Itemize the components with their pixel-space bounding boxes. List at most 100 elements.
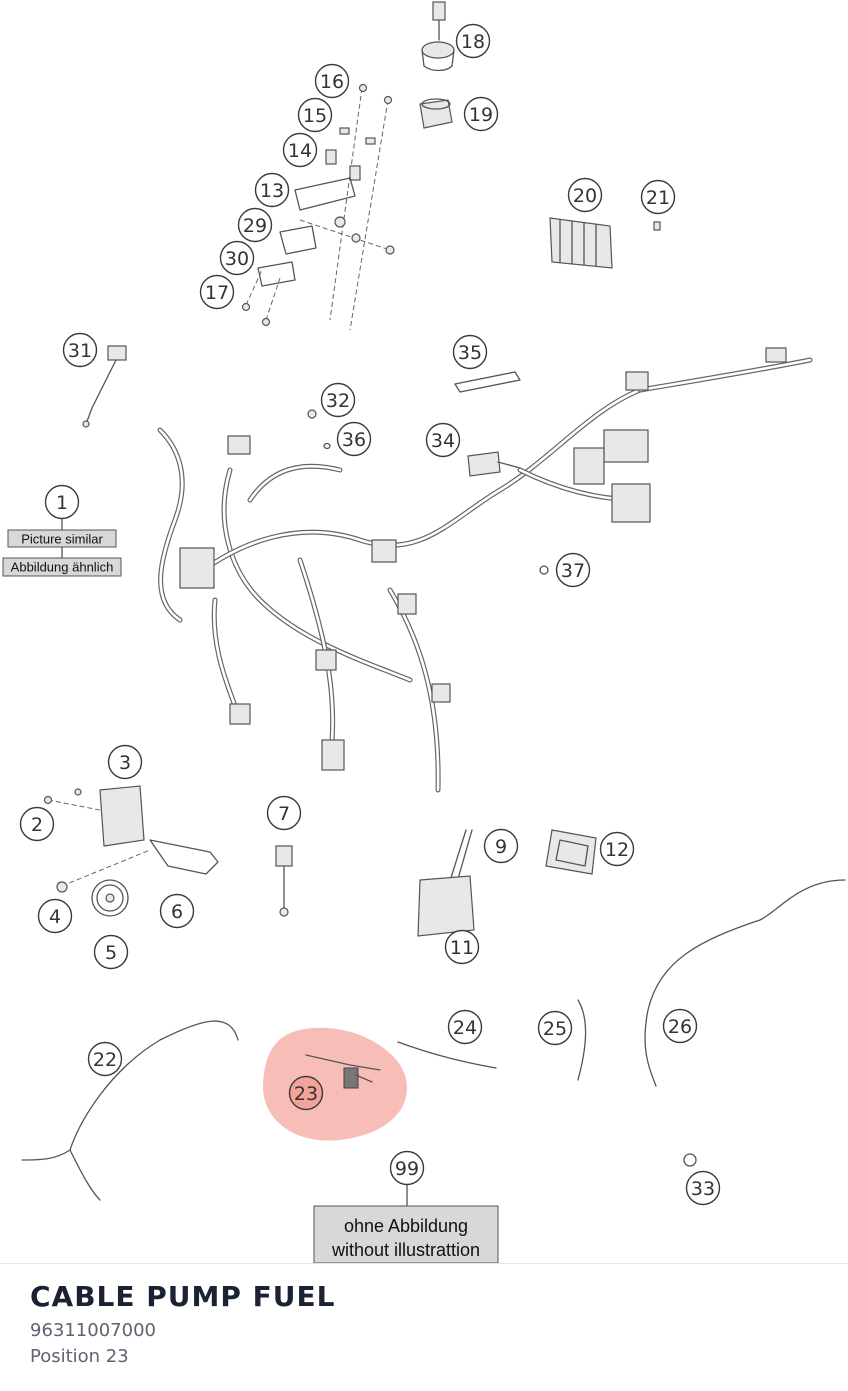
exploded-parts-diagram: Picture similar Abbildung ähnlich ohne A…	[2, 1, 846, 1263]
callout-17[interactable]: 17	[199, 274, 235, 310]
part-37-o-ring	[539, 565, 549, 575]
part-20-fuse-box	[549, 217, 613, 269]
callout-33[interactable]: 33	[685, 1170, 721, 1206]
callout-label-5: 5	[105, 942, 117, 964]
callout-29[interactable]: 29	[237, 207, 273, 243]
callout-label-14: 14	[288, 140, 312, 162]
callout-circle-7	[266, 795, 302, 831]
callout-circle-1	[44, 484, 80, 520]
callout-circle-23	[288, 1075, 324, 1111]
callout-circle-15	[297, 97, 333, 133]
callout-label-15: 15	[303, 105, 327, 127]
callout-circle-99	[389, 1150, 425, 1186]
callout-circle-2	[19, 806, 55, 842]
callout-label-1: 1	[56, 492, 68, 514]
callout-label-22: 22	[93, 1049, 117, 1071]
callout-circle-24	[447, 1009, 483, 1045]
part-23-fuel-pump-cable[interactable]	[305, 1054, 381, 1089]
callout-circle-11	[444, 929, 480, 965]
callout-7[interactable]: 7	[266, 795, 302, 831]
callout-label-9: 9	[495, 836, 507, 858]
callout-circle-35	[452, 334, 488, 370]
callout-1[interactable]: 1	[44, 484, 80, 520]
callout-13[interactable]: 13	[254, 172, 290, 208]
callout-21[interactable]: 21	[640, 179, 676, 215]
callout-26[interactable]: 26	[662, 1008, 698, 1044]
callout-4[interactable]: 4	[37, 898, 73, 934]
callout-31[interactable]: 31	[62, 332, 98, 368]
part-18-plug	[421, 1, 455, 72]
callout-circle-13	[254, 172, 290, 208]
callout-11[interactable]: 11	[444, 929, 480, 965]
callout-circle-34	[425, 422, 461, 458]
callout-6[interactable]: 6	[159, 893, 195, 929]
position-23-highlight[interactable]	[262, 1027, 407, 1141]
callout-circle-14	[282, 132, 318, 168]
callout-label-36: 36	[342, 429, 366, 451]
callout-circle-25	[537, 1010, 573, 1046]
leader-lines	[61, 517, 408, 1207]
callout-14[interactable]: 14	[282, 132, 318, 168]
callout-label-23: 23	[294, 1083, 318, 1105]
callout-19[interactable]: 19	[463, 96, 499, 132]
callout-label-12: 12	[605, 839, 629, 861]
callout-5[interactable]: 5	[93, 934, 129, 970]
callout-label-17: 17	[205, 282, 229, 304]
callout-34[interactable]: 34	[425, 422, 461, 458]
callout-circle-6	[159, 893, 195, 929]
callout-label-33: 33	[691, 1178, 715, 1200]
callout-label-99: 99	[395, 1158, 419, 1180]
callout-label-24: 24	[453, 1017, 477, 1039]
callout-label-4: 4	[49, 906, 61, 928]
note-1-line2: Abbildung ähnlich	[11, 560, 114, 575]
callout-circle-36	[336, 421, 372, 457]
callout-35[interactable]: 35	[452, 334, 488, 370]
part-25-cable	[577, 999, 587, 1081]
callout-label-26: 26	[668, 1016, 692, 1038]
callout-3[interactable]: 3	[107, 744, 143, 780]
callout-23[interactable]: 23	[288, 1075, 324, 1111]
callout-2[interactable]: 2	[19, 806, 55, 842]
part-13-bracket-assembly	[241, 83, 395, 331]
callout-circle-16	[314, 63, 350, 99]
callout-circle-22	[87, 1041, 123, 1077]
part-9-11-ground-cables	[417, 829, 475, 937]
callout-37[interactable]: 37	[555, 552, 591, 588]
note-99-line2: without illustrattion	[331, 1240, 480, 1260]
part-34-relay	[467, 451, 521, 477]
note-1-line1: Picture similar	[21, 532, 103, 547]
part-31-sensor	[82, 345, 127, 428]
callout-22[interactable]: 22	[87, 1041, 123, 1077]
callout-30[interactable]: 30	[219, 240, 255, 276]
callout-label-6: 6	[171, 901, 183, 923]
callout-24[interactable]: 24	[447, 1009, 483, 1045]
callout-circle-32	[320, 382, 356, 418]
callout-20[interactable]: 20	[567, 177, 603, 213]
callout-label-30: 30	[225, 248, 249, 270]
part-21-clip	[653, 221, 661, 231]
part-19-boot	[419, 98, 453, 129]
callout-circle-9	[483, 828, 519, 864]
callout-25[interactable]: 25	[537, 1010, 573, 1046]
callout-label-19: 19	[469, 104, 493, 126]
callout-15[interactable]: 15	[297, 97, 333, 133]
part-35-bracket	[454, 371, 521, 393]
callout-9[interactable]: 9	[483, 828, 519, 864]
callout-99[interactable]: 99	[389, 1150, 425, 1186]
part-info-panel: CABLE PUMP FUEL 96311007000 Position 23	[0, 1263, 848, 1391]
callout-36[interactable]: 36	[336, 421, 372, 457]
callout-circle-4	[37, 898, 73, 934]
part-position: Position 23	[30, 1346, 129, 1367]
callout-16[interactable]: 16	[314, 63, 350, 99]
callout-label-31: 31	[68, 340, 92, 362]
part-3-horn-bracket-assembly	[43, 785, 219, 917]
callout-32[interactable]: 32	[320, 382, 356, 418]
note-99-line1: ohne Abbildung	[344, 1216, 468, 1236]
callout-18[interactable]: 18	[455, 23, 491, 59]
callout-label-32: 32	[326, 390, 350, 412]
callout-12[interactable]: 12	[599, 831, 635, 867]
callout-label-25: 25	[543, 1018, 567, 1040]
part-22-cable	[21, 1020, 239, 1201]
callout-label-13: 13	[260, 180, 284, 202]
callout-label-34: 34	[431, 430, 455, 452]
